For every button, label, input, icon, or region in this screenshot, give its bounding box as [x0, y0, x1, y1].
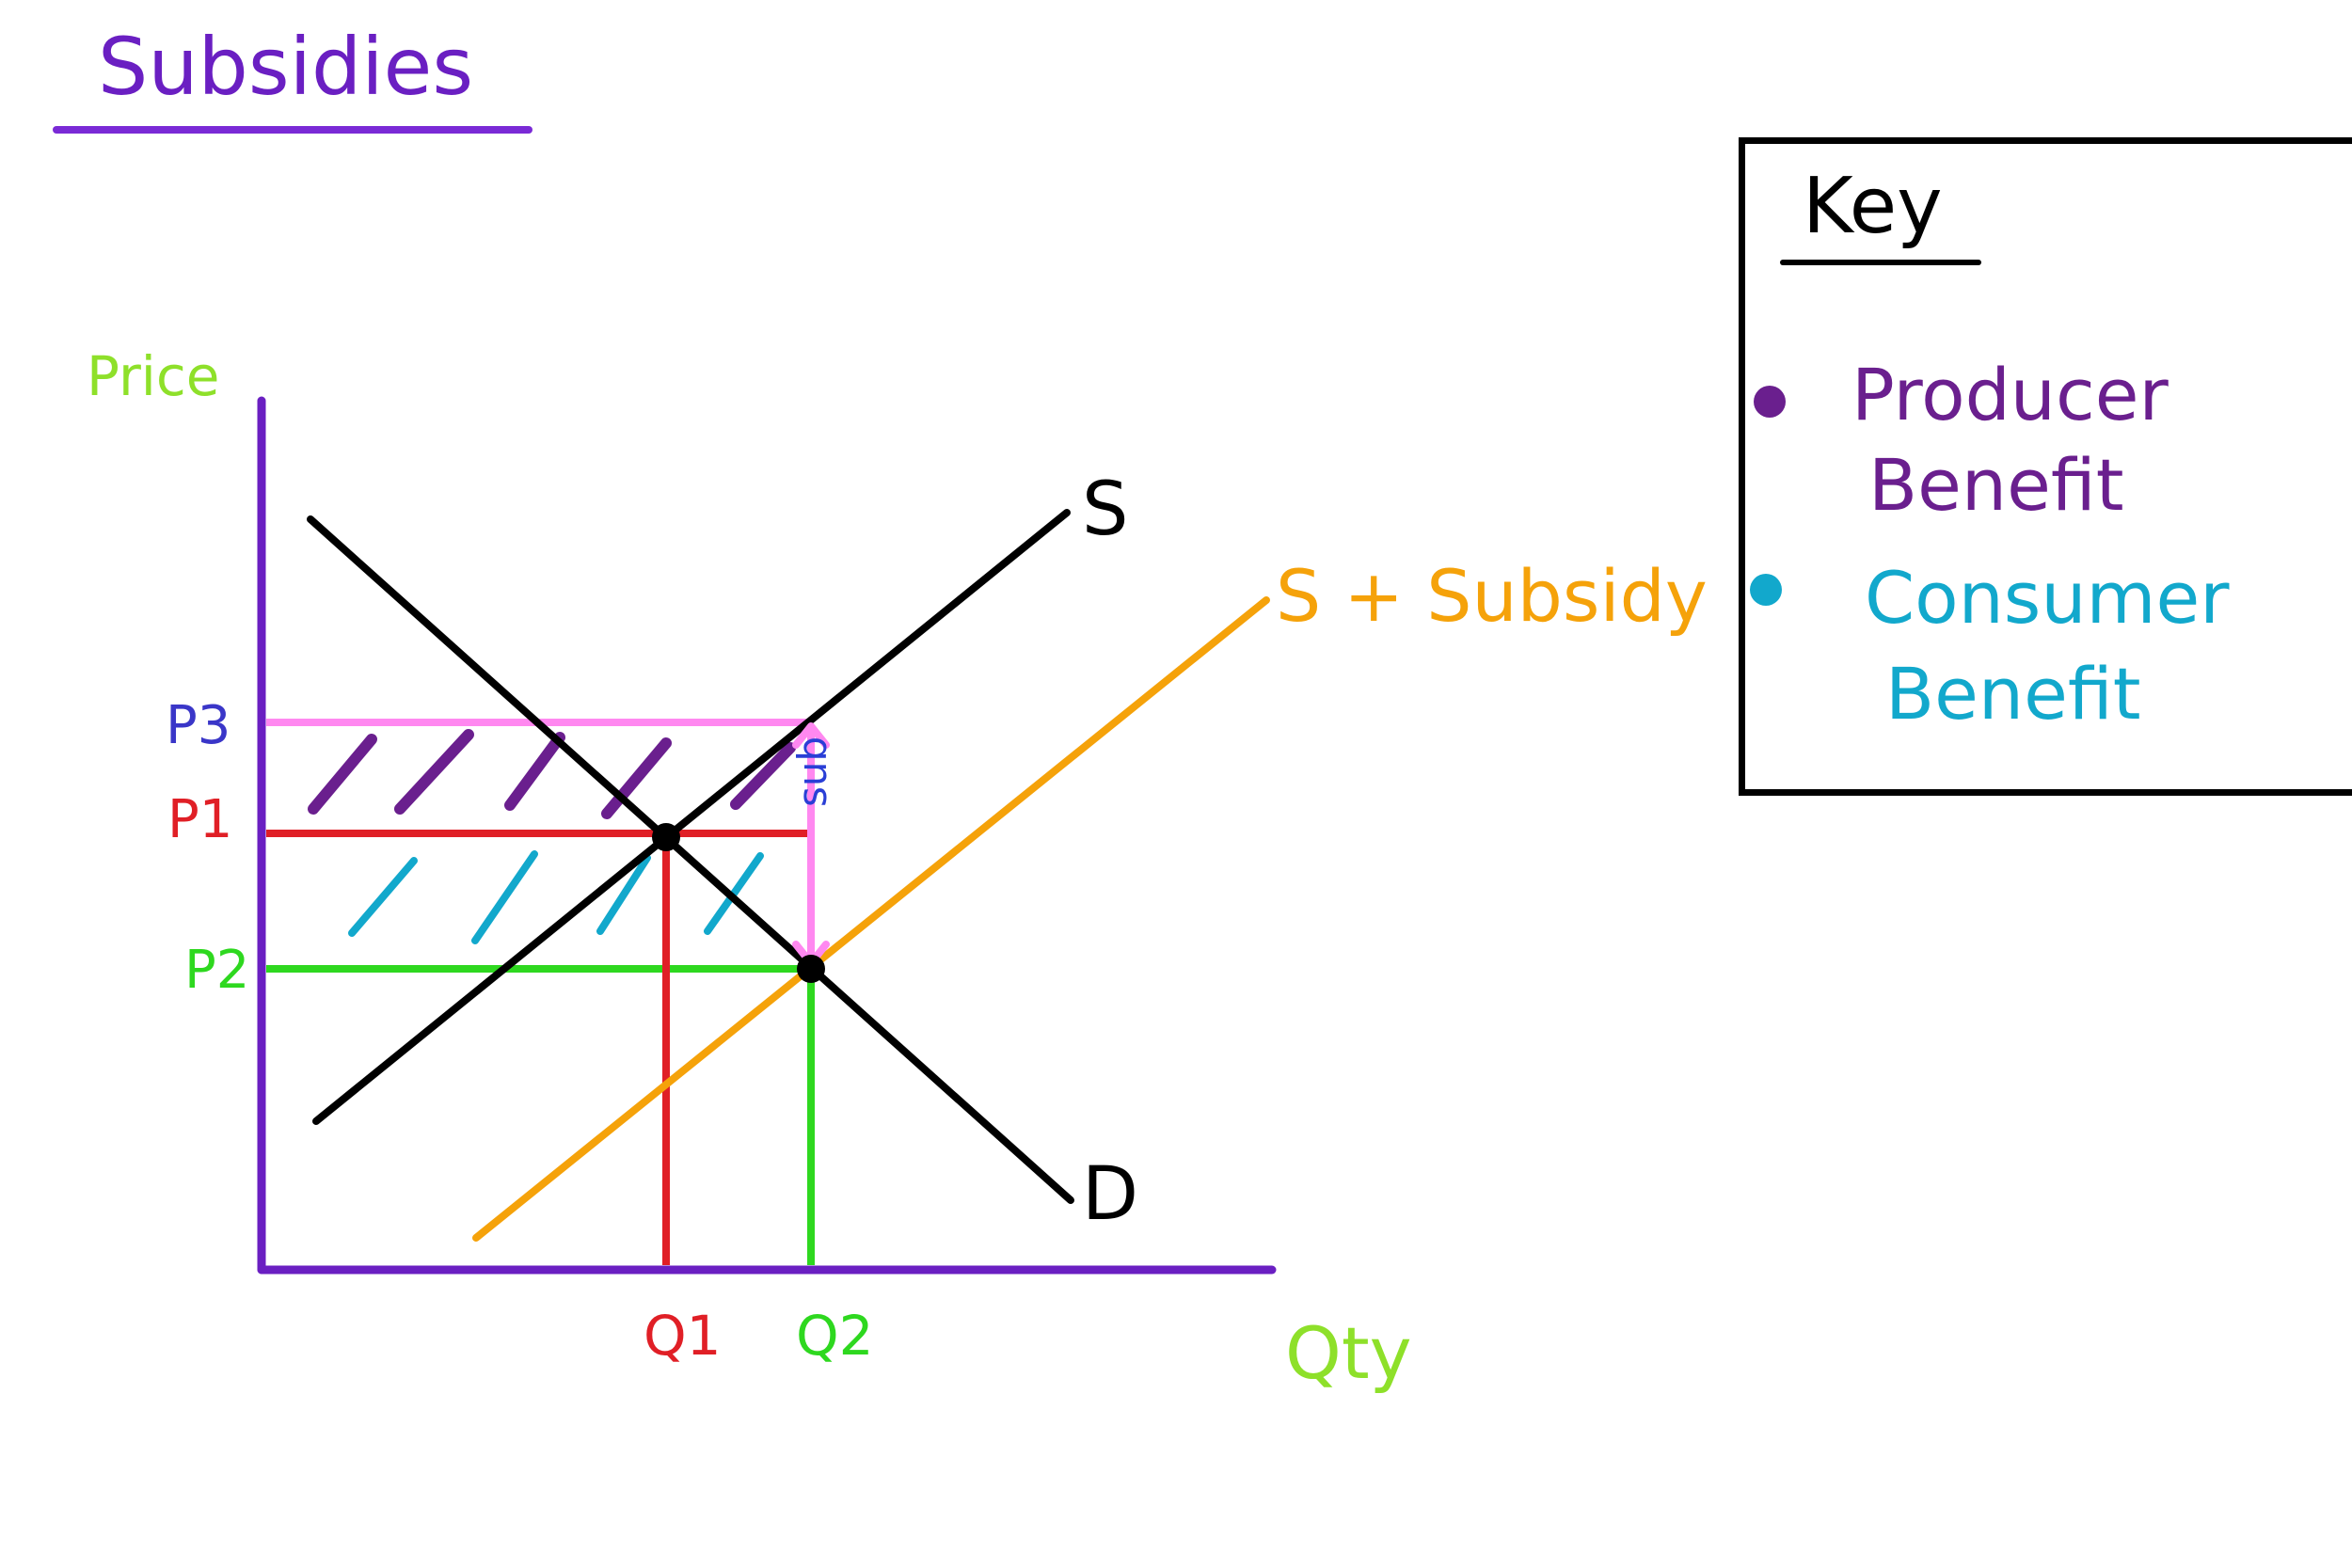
page-title: Subsidies	[98, 21, 474, 113]
subsidy-note: sub	[789, 736, 835, 807]
q2-label: Q2	[796, 1304, 874, 1368]
demand-label: D	[1082, 1152, 1138, 1237]
legend-producer-benefit-line2: Benefit	[1868, 443, 2124, 527]
legend-key-box	[1739, 137, 2352, 796]
subsidy-supply-label: S + Subsidy	[1276, 554, 1708, 638]
equilibrium-point-original	[652, 823, 680, 851]
legend-consumer-benefit-line2: Benefit	[1885, 652, 2141, 736]
legend-consumer-benefit-line1: Consumer	[1865, 556, 2230, 640]
y-axis-label: Price	[87, 344, 220, 408]
title-underline	[53, 126, 532, 134]
supply-curve	[312, 509, 1071, 1125]
demand-curve	[307, 515, 1074, 1204]
supply-label: S	[1082, 467, 1129, 552]
p3-label: P3	[166, 695, 230, 756]
q1-label: Q1	[644, 1304, 722, 1368]
legend-key-title: Key	[1803, 162, 1943, 251]
producer-benefit-hatching	[308, 729, 796, 819]
subsidy-supply-curve	[472, 596, 1270, 1242]
producer-benefit-dot-icon	[1754, 386, 1786, 418]
equilibrium-point-subsidized	[797, 955, 825, 983]
legend-key-underline	[1780, 260, 1981, 265]
x-axis-label: Qty	[1285, 1311, 1412, 1395]
consumer-benefit-dot-icon	[1750, 574, 1782, 606]
legend-producer-benefit-line1: Producer	[1851, 353, 2169, 436]
p1-label: P1	[167, 789, 232, 850]
p2-label: P2	[184, 940, 249, 1001]
